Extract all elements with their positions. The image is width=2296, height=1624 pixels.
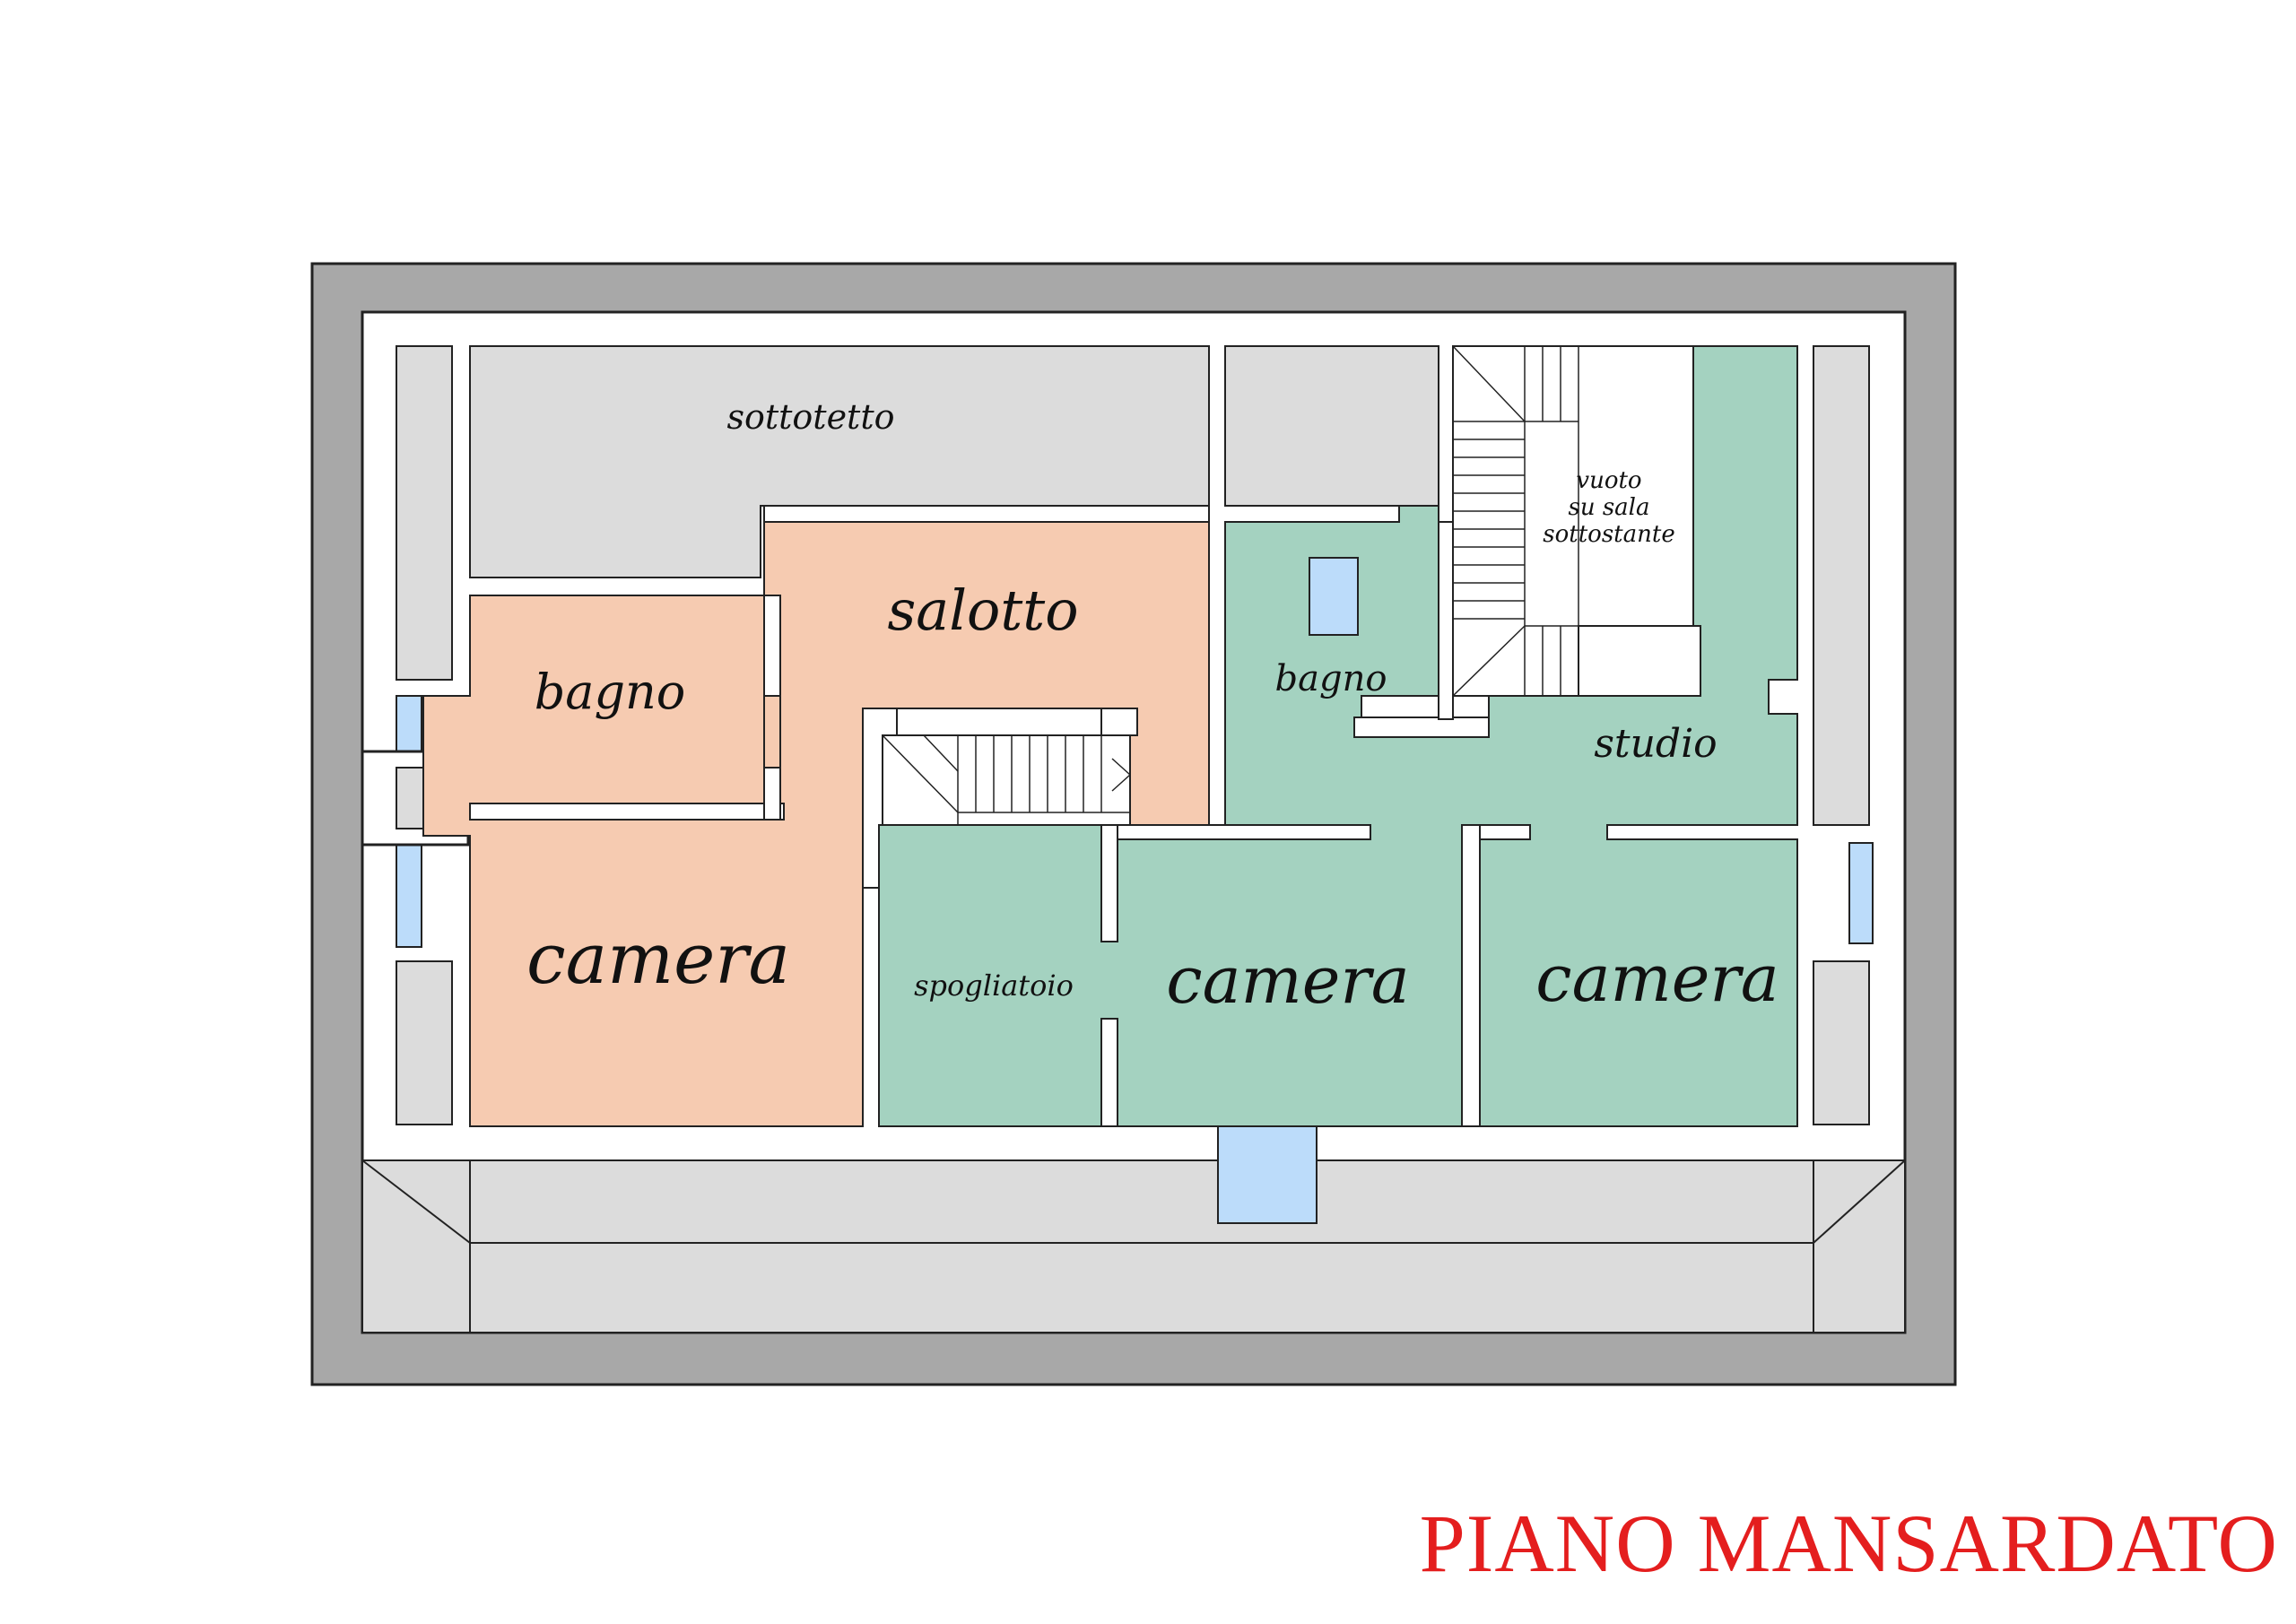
label-spogliatoio: spogliatoio (914, 968, 1074, 1003)
window-right (1848, 842, 1874, 944)
wall-bagno-right-bottom (1353, 716, 1490, 738)
wall-bagno-salotto-upper (763, 595, 781, 697)
wall-bagno-salotto-lower (763, 767, 781, 821)
label-camera-left: camera (526, 919, 790, 1000)
skylight-bottom (1217, 1125, 1318, 1224)
stair-right (1452, 345, 1579, 697)
wall-bagno-right-side (1438, 521, 1454, 720)
label-vuoto-1: vuoto (1576, 467, 1641, 494)
attic-left-lower (396, 960, 453, 1125)
window-left-lower (396, 842, 422, 948)
wall-camera-divider (1461, 824, 1481, 1127)
wall-camera-center-top (1117, 824, 1371, 840)
skylight-bagno (1309, 557, 1359, 636)
label-bagno-right: bagno (1275, 658, 1387, 699)
label-studio: studio (1594, 721, 1717, 767)
window-left-upper (396, 695, 422, 754)
attic-left-upper (396, 345, 453, 681)
label-sottotetto: sottotetto (727, 397, 895, 437)
attic-right-lower (1813, 960, 1870, 1125)
plan-title: PIANO MANSARDATO (1419, 1498, 2278, 1589)
room-sottotetto (469, 345, 1210, 578)
attic-top-middle (1224, 345, 1439, 507)
label-vuoto-3: sottostante (1543, 521, 1674, 548)
wall-spogliatoio-lower (1100, 1018, 1118, 1127)
label-vuoto-2: su sala (1568, 494, 1649, 521)
stair-left-post (1100, 708, 1138, 736)
label-salotto: salotto (887, 578, 1078, 643)
wall-spogliatoio-upper (1100, 824, 1118, 942)
label-camera-center: camera (1166, 942, 1409, 1018)
roof-slope-bottom (361, 1159, 1906, 1333)
label-camera-right: camera (1535, 941, 1779, 1016)
wall-salotto-top (763, 505, 1210, 523)
label-bagno-left: bagno (535, 664, 686, 720)
wall-bagno-camera (469, 803, 785, 821)
roof-slope-lines (361, 1159, 1906, 1333)
attic-right-upper (1813, 345, 1870, 826)
